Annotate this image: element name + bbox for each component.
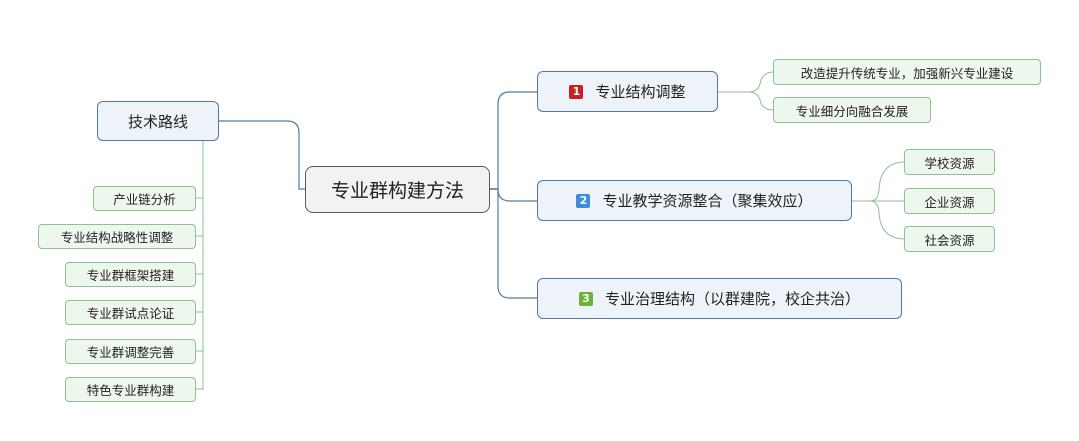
number-3-icon: 3: [578, 291, 593, 306]
connector-central-to-branch-1: [490, 91, 538, 190]
branch-2-child-society[interactable]: 社会资源: [904, 226, 995, 252]
branch-2-node[interactable]: 2 专业教学资源整合（聚集效应）: [537, 180, 852, 221]
central-topic[interactable]: 专业群构建方法: [305, 166, 490, 213]
connector-branch-2-child-3: [851, 200, 906, 240]
number-2-icon: 2: [576, 193, 591, 208]
branch-1-node[interactable]: 1 专业结构调整: [537, 71, 718, 112]
tech-route-item-framework[interactable]: 专业群框架搭建: [65, 262, 196, 287]
tech-route-item-structure-adjustment[interactable]: 专业结构战略性调整: [38, 224, 196, 249]
branch-1-child-1[interactable]: 改造提升传统专业，加强新兴专业建设: [773, 59, 1041, 85]
branch-2-child-school[interactable]: 学校资源: [904, 149, 995, 175]
tech-route-node[interactable]: 技术路线: [97, 101, 219, 141]
branch-1-child-2[interactable]: 专业细分向融合发展: [773, 97, 931, 123]
tech-route-item-featured-group[interactable]: 特色专业群构建: [65, 377, 196, 402]
branch-3-node[interactable]: 3 专业治理结构（以群建院，校企共治）: [537, 278, 902, 319]
branch-2-child-enterprise[interactable]: 企业资源: [904, 188, 995, 214]
connector-central-to-tech-route: [219, 120, 305, 190]
tech-route-item-pilot[interactable]: 专业群试点论证: [65, 300, 196, 325]
connector-branch-1-child-2: [718, 91, 775, 111]
connector-branch-2-child-1: [851, 161, 906, 202]
branch-1-label: 专业结构调整: [595, 83, 686, 101]
tech-route-item-refinement[interactable]: 专业群调整完善: [65, 339, 196, 364]
number-1-icon: 1: [569, 84, 584, 99]
connector-branch-1-child-1: [718, 71, 775, 93]
connector-central-to-branch-3: [490, 188, 538, 299]
connector-central-to-branch-2: [490, 188, 538, 202]
tech-route-item-industry-chain[interactable]: 产业链分析: [93, 186, 196, 211]
branch-3-label: 专业治理结构（以群建院，校企共治）: [604, 290, 860, 308]
branch-2-label: 专业教学资源整合（聚集效应）: [602, 192, 813, 210]
